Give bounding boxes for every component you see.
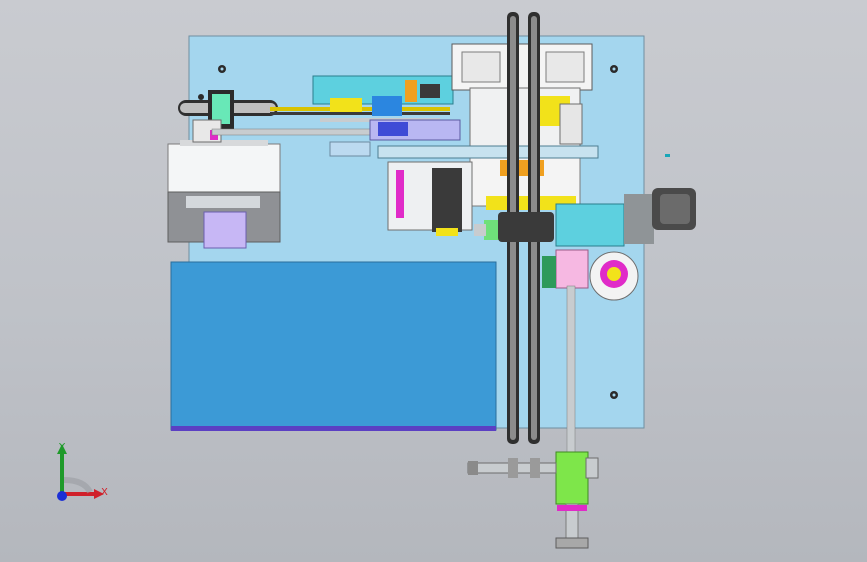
z-axis-origin xyxy=(57,491,67,501)
right-gear-motor xyxy=(474,188,696,301)
x-axis-arrow xyxy=(94,489,104,499)
coordinate-triad xyxy=(50,440,120,506)
mounting-holes xyxy=(198,65,618,399)
sketch-point xyxy=(665,154,670,157)
left-motor-housing xyxy=(167,140,281,249)
cam-discs xyxy=(498,12,554,444)
coolant-tank xyxy=(170,261,497,431)
x-axis-label: X xyxy=(101,487,108,498)
triad-axes xyxy=(57,444,104,501)
rotation-arc xyxy=(63,477,93,494)
servo-bracket xyxy=(387,161,473,236)
feeder-block xyxy=(312,75,461,157)
belt-drive xyxy=(178,90,278,143)
y-axis-arrow xyxy=(57,444,67,454)
y-axis-label: Y xyxy=(59,442,66,453)
tank-edge xyxy=(171,426,496,431)
lower-shaft-fixture xyxy=(467,285,599,549)
